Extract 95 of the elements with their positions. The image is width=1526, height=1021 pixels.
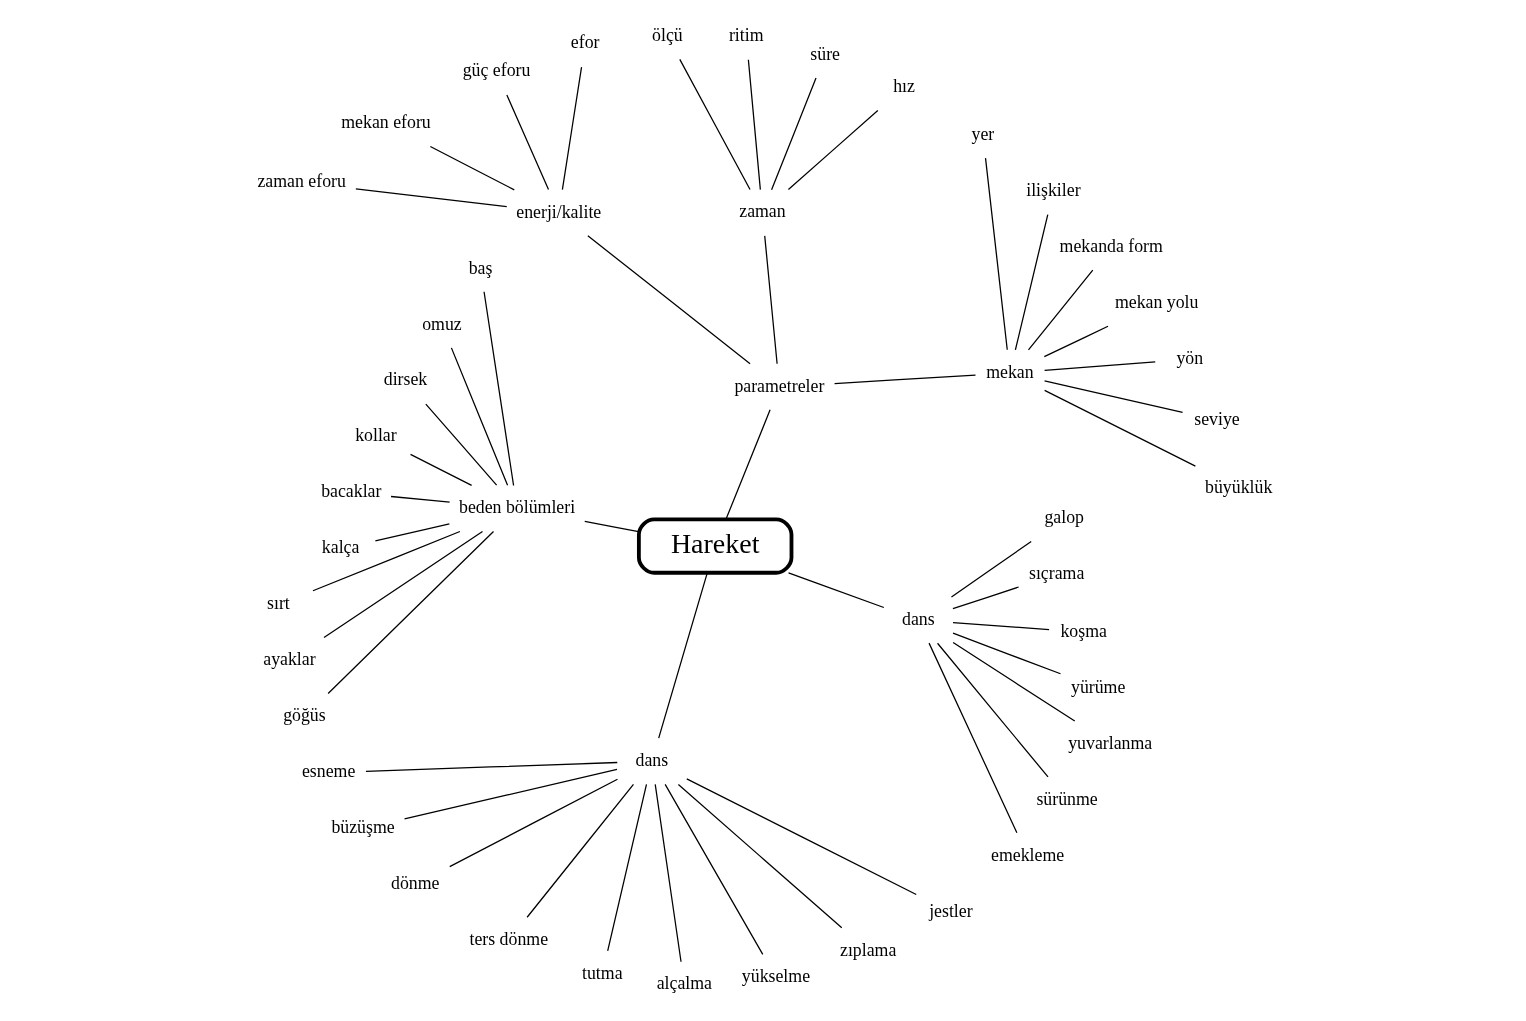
node-text: dans: [635, 749, 669, 770]
connector: [770, 77, 817, 191]
node-text: kalça: [321, 537, 360, 558]
node-text: yuvarlanma: [1068, 732, 1153, 753]
connector: [409, 453, 473, 487]
node-text: ölçü: [652, 25, 683, 46]
connector: [584, 520, 640, 533]
connector: [950, 540, 1032, 598]
connector: [686, 778, 917, 896]
connector: [506, 94, 550, 191]
node-text: zaman eforu: [257, 171, 346, 192]
node-text: ayaklar: [263, 649, 316, 670]
connector: [1043, 325, 1109, 358]
node-text: enerji/kalite: [516, 201, 602, 222]
connector: [984, 157, 1008, 351]
connector: [654, 783, 682, 963]
connector: [390, 495, 451, 503]
node-text: ters dönme: [469, 928, 549, 949]
connector: [1044, 389, 1196, 467]
node-text: omuz: [422, 313, 462, 334]
connector: [607, 783, 648, 952]
node-text: baş: [468, 257, 493, 278]
connector: [928, 642, 1018, 834]
node-text: dirsek: [383, 369, 428, 390]
node-text: bacaklar: [321, 481, 382, 502]
connector: [526, 783, 635, 918]
node-text: yürüme: [1070, 676, 1126, 697]
node-text: sırt: [267, 593, 290, 614]
connector: [658, 572, 708, 739]
node-text: güç eforu: [462, 60, 531, 81]
node-text: süre: [810, 43, 840, 64]
connector: [429, 145, 515, 191]
node-box: Hareket: [636, 517, 794, 575]
connector: [677, 783, 843, 929]
connector: [323, 530, 484, 639]
node-text: mekan yolu: [1114, 291, 1199, 312]
node-text: yer: [971, 123, 995, 144]
connector: [787, 572, 885, 609]
connector: [483, 291, 515, 487]
connector: [355, 188, 508, 208]
node-text: galop: [1044, 507, 1084, 528]
connector: [1043, 380, 1184, 413]
node-text: büzüşme: [331, 817, 395, 838]
connector: [936, 642, 1049, 778]
node-text: alçalma: [656, 973, 713, 994]
connector: [587, 235, 751, 365]
node-text: seviye: [1194, 408, 1240, 429]
node-text: esneme: [301, 761, 356, 782]
node-text: sürünme: [1036, 788, 1098, 809]
node-text: mekan: [986, 361, 1034, 382]
connector: [764, 235, 778, 365]
connector: [425, 403, 498, 486]
connector: [327, 530, 495, 695]
connector: [725, 409, 771, 520]
node-text: efor: [570, 32, 600, 53]
connector: [449, 778, 619, 868]
connector: [747, 59, 761, 191]
node-text: sıçrama: [1028, 563, 1085, 584]
node-text: jestler: [929, 900, 973, 921]
connector: [1043, 361, 1156, 371]
node-text: yön: [1176, 347, 1204, 368]
connector: [833, 374, 977, 385]
connector: [374, 523, 450, 542]
node-text: beden bölümleri: [459, 497, 576, 518]
node-text: parametreler: [734, 375, 825, 396]
node-text: kollar: [355, 425, 397, 446]
connector: [679, 58, 751, 191]
node-text: yükselme: [741, 966, 811, 987]
connector: [450, 347, 509, 486]
node-text: zaman: [739, 201, 786, 222]
node-text: zıplama: [840, 939, 897, 960]
node-text: dans: [902, 608, 935, 629]
connector: [1014, 213, 1049, 351]
connector: [787, 109, 879, 191]
node-text: göğüs: [283, 705, 326, 726]
node-text: büyüklük: [1205, 476, 1273, 497]
node-text: dönme: [391, 873, 440, 894]
connector: [312, 530, 461, 592]
connector: [561, 66, 583, 191]
connector: [365, 761, 618, 772]
node-text: emekleme: [991, 844, 1065, 865]
connector: [403, 768, 618, 820]
node-text: ritim: [728, 25, 764, 46]
node-text: ilişkiler: [1026, 179, 1081, 200]
node-text: koşma: [1060, 620, 1107, 641]
node-text: hız: [893, 75, 915, 96]
connector: [1027, 269, 1094, 351]
connector: [952, 586, 1020, 610]
connector: [952, 641, 1076, 722]
node-text: tutma: [582, 962, 623, 983]
connector: [952, 632, 1062, 675]
node-text: mekanda form: [1059, 235, 1163, 256]
connector: [952, 621, 1050, 631]
connector: [664, 783, 764, 956]
node-text: mekan eforu: [341, 112, 431, 133]
